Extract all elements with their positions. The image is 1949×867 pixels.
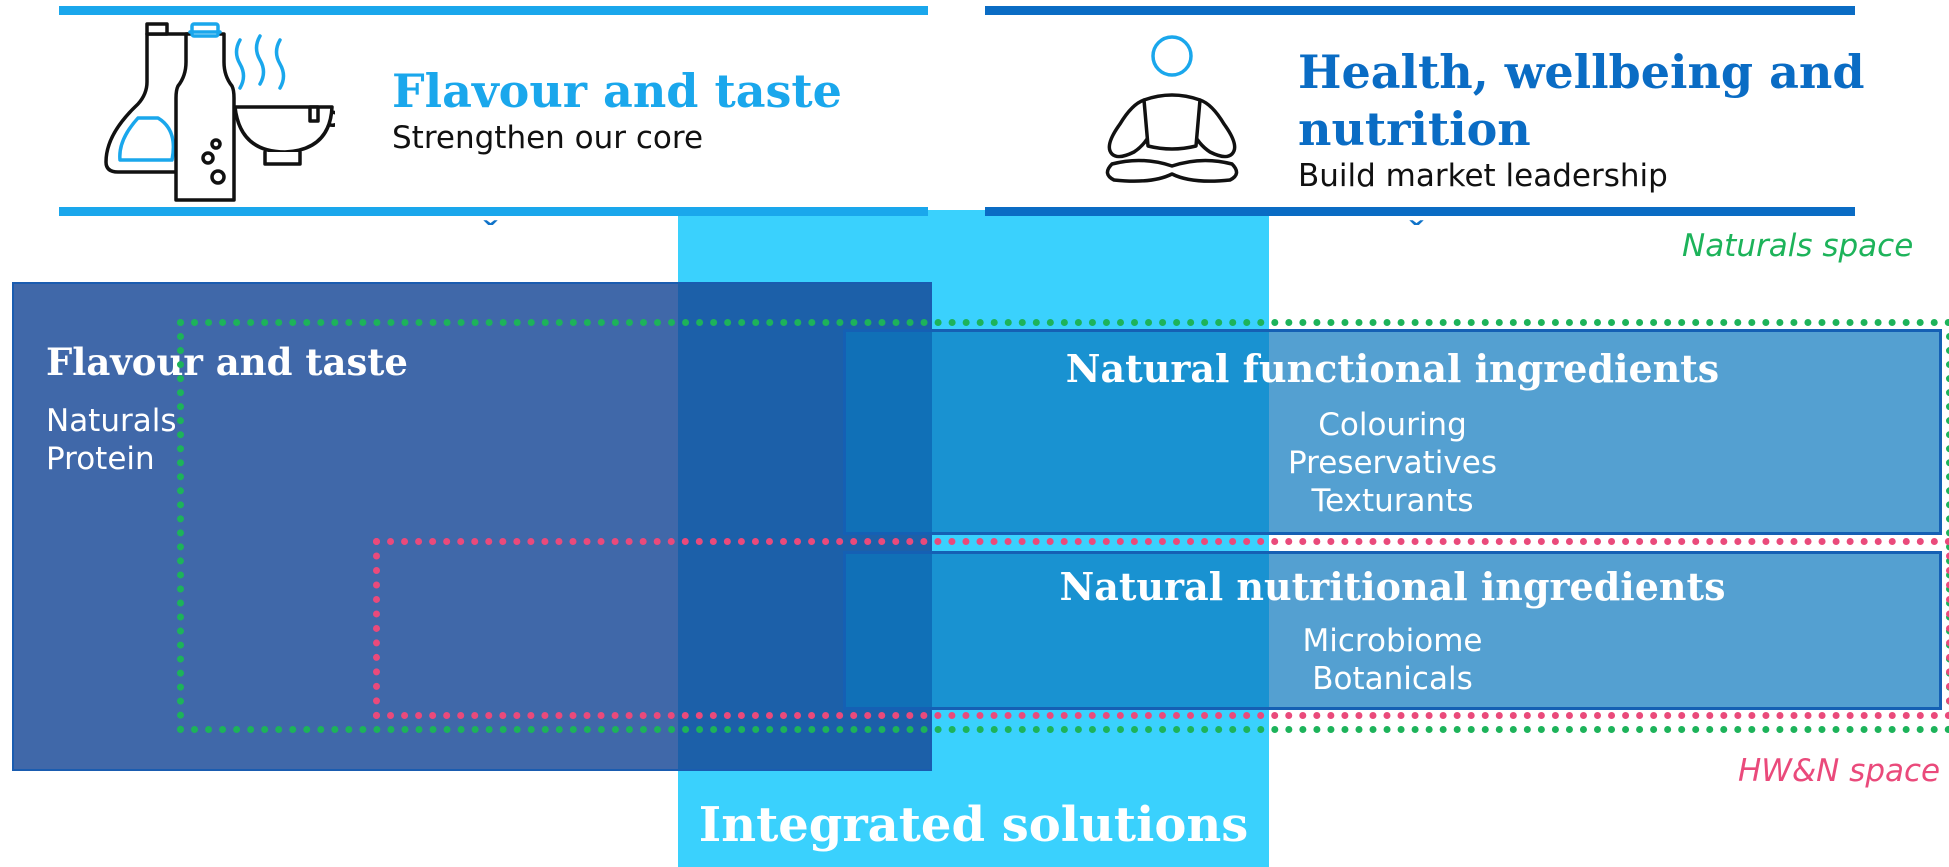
flavour-box-title: Flavour and taste	[46, 340, 408, 384]
hwn-space-label: HW&N space	[1738, 753, 1941, 789]
left-header-bottom-bar	[59, 207, 928, 216]
right-chevron-down-icon: ˇ	[1406, 218, 1427, 248]
meditating-person-icon	[1092, 34, 1252, 192]
natural-functional-ingredients-box: Natural functional ingredients Colouring…	[843, 329, 1942, 535]
left-header-subtitle: Strengthen our core	[392, 120, 704, 156]
functional-box-item: Colouring	[1318, 407, 1467, 443]
functional-box-item: Texturants	[1311, 483, 1474, 519]
integrated-solutions-label: Integrated solutions	[698, 797, 1249, 853]
right-header-top-bar	[985, 6, 1855, 15]
nutritional-box-item: Microbiome	[1302, 623, 1483, 659]
naturals-space-label: Naturals space	[1682, 228, 1914, 264]
flavour-box-item: Naturals	[46, 403, 177, 439]
hwn-space-outline	[373, 538, 1949, 719]
nutritional-box-item: Botanicals	[1312, 661, 1473, 697]
flavour-and-taste-box: Flavour and taste Naturals Protein	[12, 282, 932, 771]
functional-box-item: Preservatives	[1288, 445, 1497, 481]
right-header-bottom-bar	[985, 207, 1855, 216]
left-header-title: Flavour and taste	[392, 64, 842, 118]
right-header-subtitle: Build market leadership	[1298, 158, 1668, 194]
right-header-title-line2: nutrition	[1298, 102, 1531, 156]
left-chevron-down-icon: ˇ	[480, 218, 501, 248]
right-header-title-line1: Health, wellbeing and	[1298, 45, 1865, 99]
flavour-box-item: Protein	[46, 441, 155, 477]
bottles-and-bowl-icon	[100, 22, 343, 204]
left-header-top-bar	[59, 6, 928, 15]
naturals-space-outline	[177, 319, 1949, 733]
nutritional-box-title: Natural nutritional ingredients	[1059, 564, 1726, 609]
natural-nutritional-ingredients-box: Natural nutritional ingredients Microbio…	[843, 551, 1942, 710]
functional-box-title: Natural functional ingredients	[1065, 346, 1720, 391]
